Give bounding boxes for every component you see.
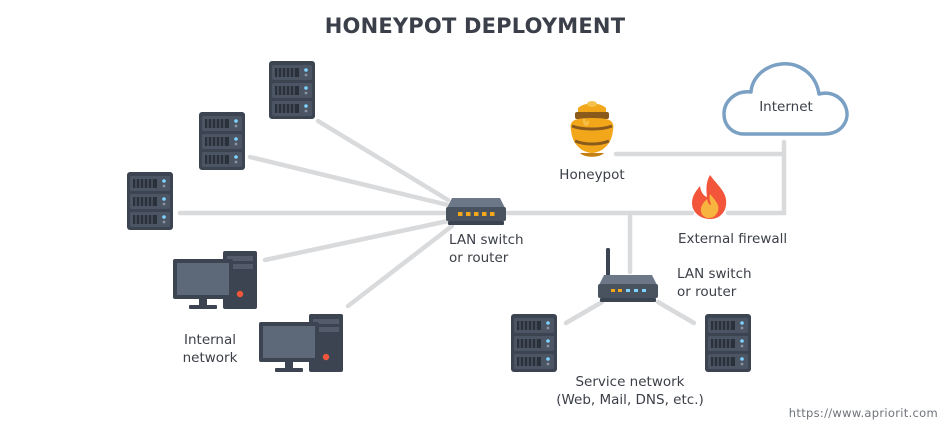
source-url: https://www.apriorit.com: [788, 406, 938, 420]
lan-switch-icon: [446, 198, 506, 225]
workstation-icon: [259, 314, 343, 372]
lan-switch-service-line1: LAN switch: [677, 266, 752, 282]
server-icon: [126, 171, 174, 231]
server-icon: [704, 313, 752, 373]
internal-network-label: Internal network: [168, 331, 252, 367]
server-icon: [198, 111, 246, 171]
lan-switch-main-line1: LAN switch: [449, 232, 524, 248]
honeypot-label: Honeypot: [559, 167, 625, 183]
lan-switch-service-label: LAN switch or router: [677, 265, 752, 301]
lan-switch-main-line2: or router: [449, 250, 509, 266]
router-icon: [598, 248, 658, 302]
server-icon: [510, 313, 558, 373]
cloud-icon: [722, 62, 849, 136]
internet-label: Internet: [759, 99, 813, 115]
server-icon: [268, 60, 316, 120]
lan-switch-service-line2: or router: [677, 284, 737, 300]
firewall-label: External firewall: [678, 231, 788, 247]
diagram-title: HONEYPOT DEPLOYMENT: [324, 14, 626, 38]
internal-network-line2: network: [182, 350, 238, 366]
internal-network-line1: Internal: [183, 332, 237, 348]
service-network-label: Service network (Web, Mail, DNS, etc.): [530, 373, 730, 409]
honeypot-icon: [570, 101, 614, 157]
service-network-line2: (Web, Mail, DNS, etc.): [556, 392, 704, 408]
connection-lines: [177, 118, 787, 326]
flame-icon: [692, 175, 727, 219]
workstation-icon: [173, 251, 257, 309]
lan-switch-main-label: LAN switch or router: [449, 231, 524, 267]
service-network-line1: Service network: [575, 374, 685, 390]
